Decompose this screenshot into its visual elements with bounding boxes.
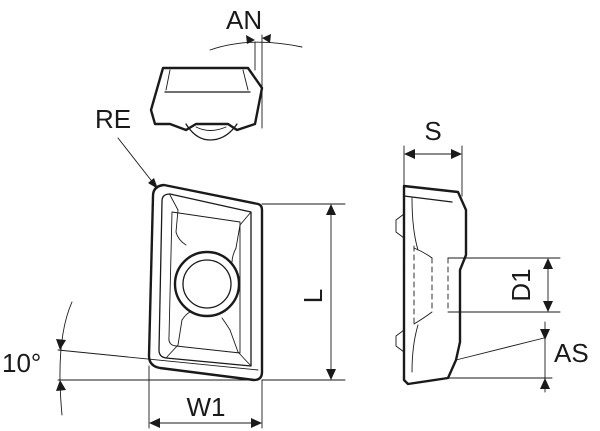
d1-dimension (447, 257, 561, 313)
w1-label: W1 (187, 392, 226, 422)
s-label: S (424, 116, 441, 146)
angle-label: 10° (2, 348, 41, 378)
d1-label: D1 (506, 268, 536, 301)
as-label: AS (554, 338, 589, 368)
side-view (395, 184, 468, 386)
s-dimension (403, 145, 463, 197)
l-label: L (298, 289, 328, 303)
an-label: AN (226, 5, 262, 35)
as-dimension (447, 321, 553, 393)
re-dimension (117, 137, 158, 189)
top-view (149, 34, 303, 141)
re-label: RE (95, 104, 131, 134)
l-dimension (261, 203, 346, 381)
angle-dimension (56, 301, 259, 416)
front-view (147, 183, 264, 382)
w1-dimension (148, 365, 263, 429)
